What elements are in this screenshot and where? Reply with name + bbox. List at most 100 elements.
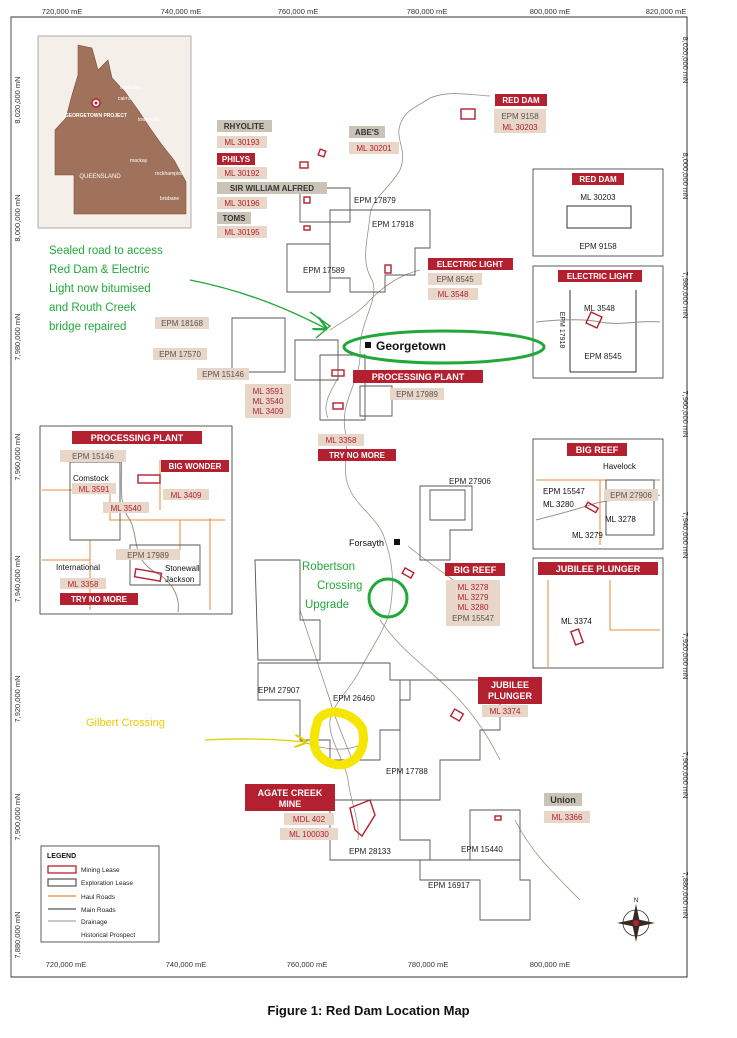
svg-text:BIG REEF: BIG REEF xyxy=(576,445,619,455)
prospect-electric-light: ELECTRIC LIGHT xyxy=(437,260,503,269)
grid-label-left: 8,020,000 mN xyxy=(13,76,22,123)
svg-text:EPM 17989: EPM 17989 xyxy=(396,390,438,399)
svg-text:bridge repaired: bridge repaired xyxy=(49,321,126,333)
north-arrow-icon: N xyxy=(617,898,655,942)
grid-label-right: 7,900,000 mN xyxy=(681,751,690,798)
grid-label-top: 800,000 mE xyxy=(530,7,570,16)
svg-text:Red Dam & Electric: Red Dam & Electric xyxy=(49,264,150,276)
queensland-inset: GEORGETOWN PROJECT QUEENSLAND cooktown c… xyxy=(37,35,192,229)
svg-text:JUBILEE PLUNGER: JUBILEE PLUNGER xyxy=(556,564,641,574)
legend-item: Drainage xyxy=(81,919,108,926)
svg-text:EPM 15440: EPM 15440 xyxy=(461,845,503,854)
svg-text:EPM 15146: EPM 15146 xyxy=(202,370,244,379)
legend-item: Haul Roads xyxy=(81,894,116,901)
svg-text:ML 30203: ML 30203 xyxy=(580,193,616,202)
grid-label-bottom: 780,000 mE xyxy=(408,960,448,969)
svg-text:Light now bitumised: Light now bitumised xyxy=(49,283,151,295)
svg-text:ML 3591: ML 3591 xyxy=(253,387,284,396)
grid-label-right: 7,960,000 mN xyxy=(681,390,690,437)
processing-plant-inset: PROCESSING PLANT EPM 15146 Comstock ML 3… xyxy=(39,425,233,615)
prospect-red-dam: RED DAM xyxy=(502,96,540,105)
grid-label-left: 7,920,000 mN xyxy=(13,675,22,722)
svg-text:ML 3540: ML 3540 xyxy=(111,504,142,513)
svg-text:ML 30195: ML 30195 xyxy=(224,228,260,237)
svg-text:ML 3278: ML 3278 xyxy=(605,515,636,524)
prospect-try-no-more: TRY NO MORE xyxy=(329,451,386,460)
svg-text:ML 3540: ML 3540 xyxy=(253,397,284,406)
svg-text:EPM 8545: EPM 8545 xyxy=(584,352,622,361)
mining-leases xyxy=(299,108,502,838)
grid-label-right: 7,880,000 mN xyxy=(681,871,690,918)
prospect-jubilee-plunger: JUBILEE xyxy=(491,680,529,690)
legend-item: Mining Lease xyxy=(81,867,120,874)
exploration-leases xyxy=(231,187,531,921)
svg-text:MINE: MINE xyxy=(279,799,302,809)
gilbert-highlight xyxy=(309,707,368,770)
grid-label-bottom: 740,000 mE xyxy=(166,960,206,969)
svg-text:ML 3409: ML 3409 xyxy=(171,491,202,500)
svg-text:EPM 27907: EPM 27907 xyxy=(258,686,300,695)
prospect-union: Union xyxy=(550,795,576,805)
grid-label-right: 7,940,000 mN xyxy=(681,511,690,558)
svg-text:Comstock: Comstock xyxy=(73,474,110,483)
svg-text:cooktown: cooktown xyxy=(120,85,141,91)
svg-text:BIG WONDER: BIG WONDER xyxy=(169,462,222,471)
prospect-philys: PHILYS xyxy=(222,155,251,164)
svg-text:ML 3278: ML 3278 xyxy=(458,583,489,592)
svg-text:International: International xyxy=(56,563,100,572)
svg-text:and Routh Creek: and Routh Creek xyxy=(49,302,136,314)
svg-text:Stonewall: Stonewall xyxy=(165,564,200,573)
svg-text:Upgrade: Upgrade xyxy=(305,599,349,611)
svg-text:mackay: mackay xyxy=(130,158,148,164)
tenement-ml-30203: ML 30203 xyxy=(502,123,538,132)
svg-text:Jackson: Jackson xyxy=(165,575,194,584)
svg-text:RED DAM: RED DAM xyxy=(579,175,617,184)
figure-caption: Figure 1: Red Dam Location Map xyxy=(267,1003,470,1018)
prospect-agate-creek-mine: AGATE CREEK xyxy=(258,788,323,798)
svg-text:PROCESSING PLANT: PROCESSING PLANT xyxy=(91,433,184,443)
svg-text:EPM 15547: EPM 15547 xyxy=(543,487,585,496)
svg-text:Crossing: Crossing xyxy=(317,580,362,592)
svg-text:EPM 26460: EPM 26460 xyxy=(333,694,375,703)
robertson-annotation: Robertson Crossing Upgrade xyxy=(302,561,362,611)
grid-label-top: 720,000 mE xyxy=(42,7,82,16)
grid-label-left: 7,900,000 mN xyxy=(13,793,22,840)
svg-text:EPM 17918: EPM 17918 xyxy=(558,312,565,349)
grid-label-right: 7,920,000 mN xyxy=(681,632,690,679)
grid-label-bottom: 760,000 mE xyxy=(287,960,327,969)
grid-label-left: 7,940,000 mN xyxy=(13,555,22,602)
jubilee-plunger-inset: JUBILEE PLUNGER ML 3374 xyxy=(532,557,664,669)
legend-item: Historical Prospect xyxy=(81,932,135,939)
drainage-lines xyxy=(299,93,581,901)
svg-text:ML 3366: ML 3366 xyxy=(552,813,583,822)
sealed-road-arrow xyxy=(189,279,325,328)
svg-text:ML 3280: ML 3280 xyxy=(543,500,574,509)
svg-text:EPM 18168: EPM 18168 xyxy=(161,319,203,328)
svg-text:EPM 16917: EPM 16917 xyxy=(428,881,470,890)
georgetown-label: Georgetown xyxy=(376,339,446,353)
svg-text:ML 3591: ML 3591 xyxy=(79,485,110,494)
grid-label-top: 780,000 mE xyxy=(407,7,447,16)
legend: LEGEND Mining Lease Exploration Lease Ha… xyxy=(40,845,160,943)
svg-text:Havelock: Havelock xyxy=(603,462,637,471)
svg-text:ML 3358: ML 3358 xyxy=(326,436,357,445)
inset-project-label: GEORGETOWN PROJECT xyxy=(65,113,127,119)
svg-text:EPM 17570: EPM 17570 xyxy=(159,350,201,359)
georgetown-highlight xyxy=(342,329,546,365)
svg-text:EPM 27906: EPM 27906 xyxy=(610,491,652,500)
svg-text:ELECTRIC LIGHT: ELECTRIC LIGHT xyxy=(567,272,633,281)
forsayth-label: Forsayth xyxy=(349,538,384,548)
legend-item: Exploration Lease xyxy=(81,880,133,887)
svg-text:EPM 8545: EPM 8545 xyxy=(436,275,474,284)
svg-text:PLUNGER: PLUNGER xyxy=(488,691,533,701)
prospect-toms: TOMS xyxy=(223,214,247,223)
red-dam-inset: RED DAM ML 30203 EPM 9158 xyxy=(532,168,664,257)
svg-text:ML 3374: ML 3374 xyxy=(490,707,521,716)
svg-text:ML 3280: ML 3280 xyxy=(458,603,489,612)
svg-text:MDL 402: MDL 402 xyxy=(293,815,326,824)
svg-text:EPM 15547: EPM 15547 xyxy=(452,614,494,623)
svg-text:Robertson: Robertson xyxy=(302,561,355,573)
svg-text:ML 3374: ML 3374 xyxy=(561,617,592,626)
svg-text:EPM 27906: EPM 27906 xyxy=(449,477,491,486)
prospect-big-reef: BIG REEF xyxy=(454,565,497,575)
